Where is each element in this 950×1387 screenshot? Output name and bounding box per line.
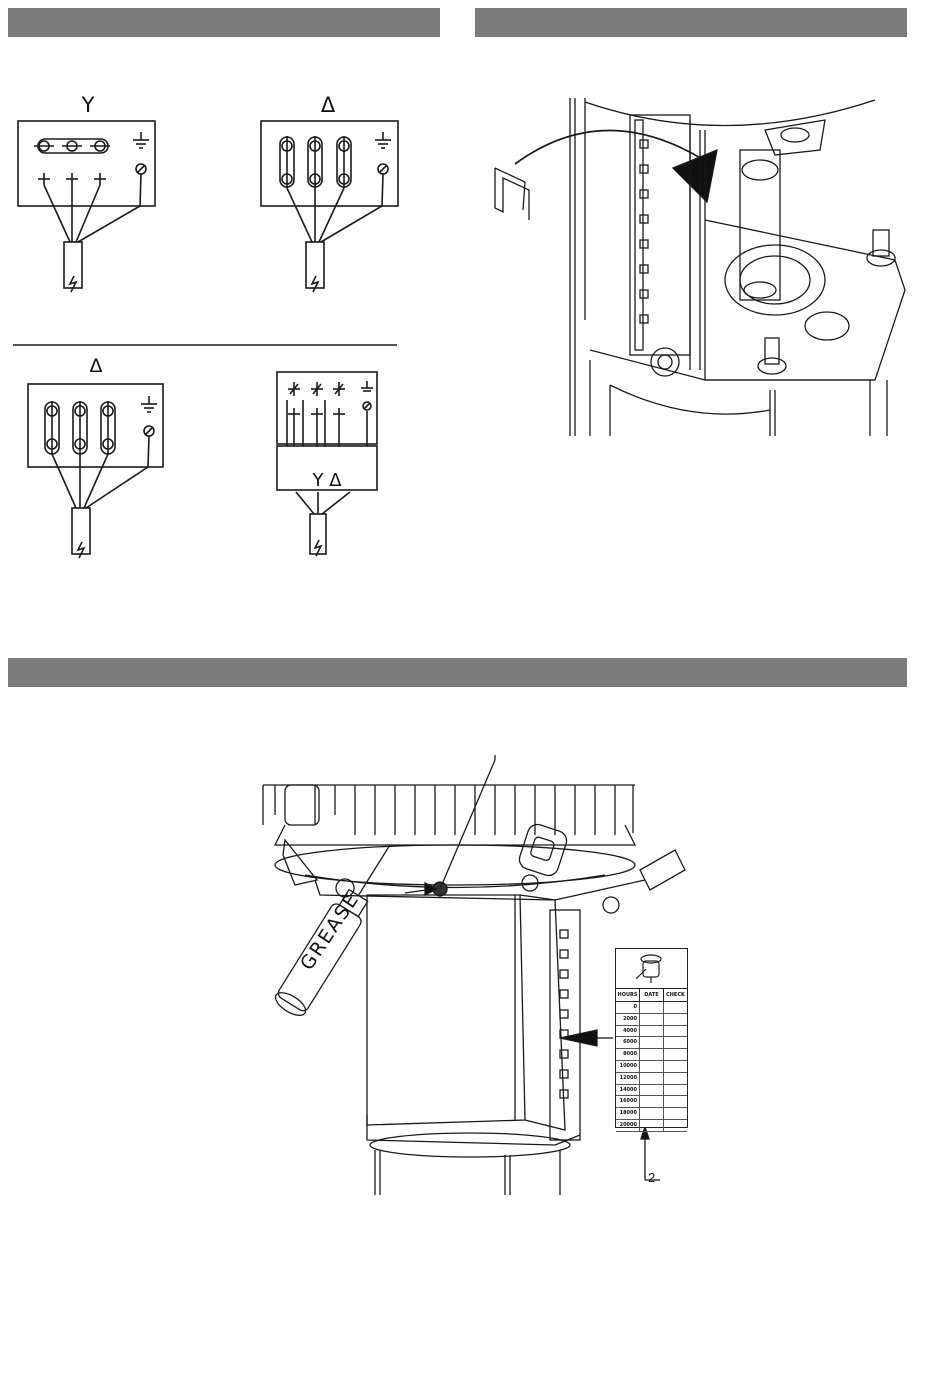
coupling-clip-drawing <box>475 90 915 440</box>
star-delta-starter-diagram <box>277 372 377 556</box>
table-row: 6000 <box>616 1037 687 1049</box>
delta-symbol-2: Δ <box>90 355 103 377</box>
date-cell <box>640 1002 664 1013</box>
table-row: 16000 <box>616 1096 687 1108</box>
callout-2: 2 <box>648 1170 655 1185</box>
date-cell <box>640 1073 664 1084</box>
hours-cell: 4000 <box>616 1026 640 1037</box>
date-cell <box>640 1026 664 1037</box>
star-symbol: Y <box>81 93 95 117</box>
hours-cell: 8000 <box>616 1049 640 1060</box>
table-row: 8000 <box>616 1049 687 1061</box>
col-date: DATE <box>640 989 664 1001</box>
table-row: 20000 <box>616 1120 687 1132</box>
section-band-lubrication <box>8 658 907 687</box>
date-cell <box>640 1049 664 1060</box>
check-cell <box>664 1108 687 1119</box>
star-delta-symbol: Y Δ <box>311 470 342 491</box>
date-cell <box>640 1037 664 1048</box>
hours-cell: 2000 <box>616 1014 640 1025</box>
check-cell <box>664 1061 687 1072</box>
check-cell <box>664 1049 687 1060</box>
grease-gun-icon <box>616 949 687 987</box>
star-connection-diagram <box>18 121 155 292</box>
col-check: CHECK <box>664 989 687 1001</box>
hours-cell: 6000 <box>616 1037 640 1048</box>
service-log-table: HOURS DATE CHECK 0 2000 4000 6000 8000 1… <box>615 948 688 1128</box>
table-row: 0 <box>616 1002 687 1014</box>
date-cell <box>640 1085 664 1096</box>
table-row: 12000 <box>616 1073 687 1085</box>
check-cell <box>664 1085 687 1096</box>
section-band-installation <box>475 8 907 37</box>
hours-cell: 12000 <box>616 1073 640 1084</box>
check-cell <box>664 1026 687 1037</box>
hours-cell: 20000 <box>616 1120 640 1131</box>
date-cell <box>640 1108 664 1119</box>
check-cell <box>664 1037 687 1048</box>
table-row: 2000 <box>616 1014 687 1026</box>
hours-cell: 10000 <box>616 1061 640 1072</box>
table-row: 18000 <box>616 1108 687 1120</box>
delta-symbol: Δ <box>321 93 336 117</box>
wiring-diagrams: Y Δ Δ Y Δ <box>0 80 440 580</box>
hours-cell: 0 <box>616 1002 640 1013</box>
service-table-header: HOURS DATE CHECK <box>616 988 687 1002</box>
date-cell <box>640 1014 664 1025</box>
check-cell <box>664 1096 687 1107</box>
table-row: 14000 <box>616 1085 687 1097</box>
delta-connection-diagram <box>261 121 398 292</box>
date-cell <box>640 1096 664 1107</box>
check-cell <box>664 1073 687 1084</box>
check-cell <box>664 1120 687 1131</box>
hours-cell: 16000 <box>616 1096 640 1107</box>
check-cell <box>664 1014 687 1025</box>
table-row: 10000 <box>616 1061 687 1073</box>
hours-cell: 18000 <box>616 1108 640 1119</box>
hours-cell: 14000 <box>616 1085 640 1096</box>
section-band-wiring <box>8 8 440 37</box>
table-row: 4000 <box>616 1026 687 1038</box>
col-hours: HOURS <box>616 989 640 1001</box>
date-cell <box>640 1061 664 1072</box>
delta-long-connection-diagram <box>28 384 163 558</box>
date-cell <box>640 1120 664 1131</box>
check-cell <box>664 1002 687 1013</box>
